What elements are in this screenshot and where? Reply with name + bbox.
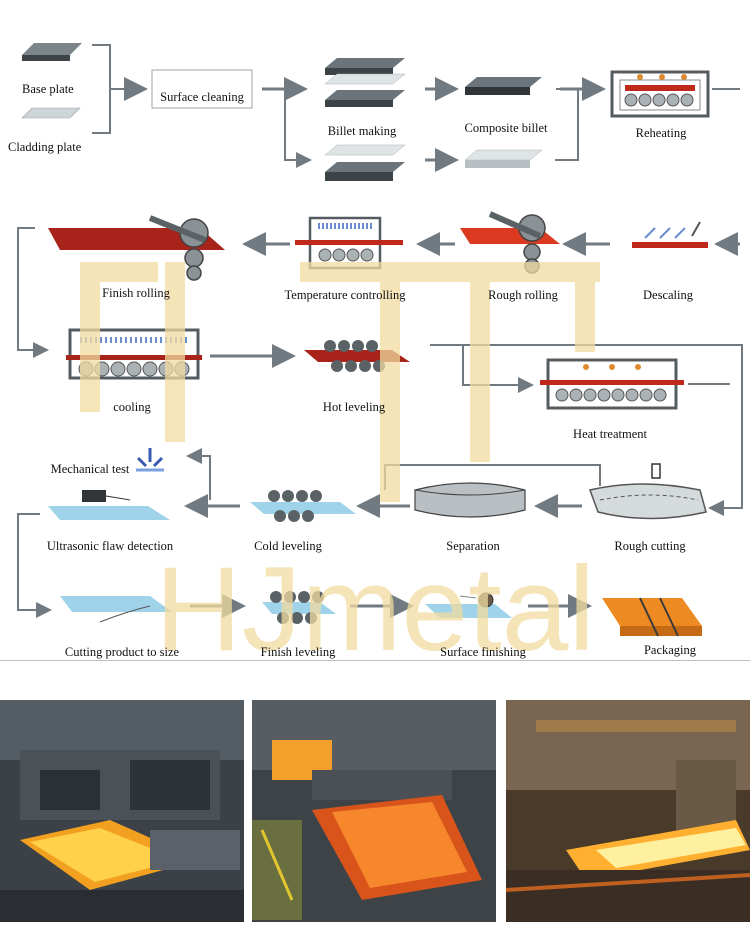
cooling-icon	[66, 328, 202, 380]
cladding-plate-icon	[21, 107, 81, 119]
finish-leveling-icon	[262, 591, 336, 624]
label-cutting-product-to-size: Cutting product to size	[64, 645, 180, 659]
finish-rolling-icon	[48, 215, 225, 281]
label-rough-cutting: Rough cutting	[614, 539, 686, 553]
label-hot-leveling: Hot leveling	[322, 400, 386, 414]
input-bracket	[92, 44, 126, 134]
label-packaging: Packaging	[643, 643, 697, 657]
process-flow-diagram: HJmetal Base plate Cladding plate Surfac…	[8, 43, 743, 676]
label-heat-treatment: Heat treatment	[573, 427, 647, 441]
composite-billet-lower-icon	[464, 149, 543, 168]
label-base-plate: Base plate	[22, 82, 74, 96]
base-plate-icon	[22, 43, 82, 61]
mechanical-test-icon	[136, 448, 164, 472]
cutting-product-to-size-icon	[60, 596, 172, 623]
label-reheating: Reheating	[635, 126, 687, 140]
label-separation: Separation	[446, 539, 500, 553]
billet-stack-icon	[324, 58, 406, 107]
label-rough-rolling: Rough rolling	[488, 288, 558, 302]
rough-rolling-icon	[460, 211, 560, 274]
label-surface-cleaning: Surface cleaning	[160, 90, 244, 104]
separation-icon	[414, 482, 526, 518]
surface-cleaning-box	[151, 69, 253, 109]
packaging-icon	[602, 597, 702, 637]
label-ultrasonic-flaw-detection: Ultrasonic flaw detection	[46, 539, 174, 553]
label-cooling: cooling	[113, 400, 151, 414]
label-cold-leveling: Cold leveling	[254, 539, 322, 553]
hot-slab-line-photo	[252, 700, 496, 922]
surface-finishing-icon	[425, 592, 512, 618]
roller-table-photo	[506, 700, 750, 922]
flow-graphics	[17, 43, 743, 637]
label-descaling: Descaling	[643, 288, 693, 302]
label-surface-finishing: Surface finishing	[440, 645, 526, 659]
label-mechanical-test: Mechanical test	[50, 462, 130, 476]
label-composite-billet: Composite billet	[464, 121, 548, 135]
temperature-controlling-icon	[295, 216, 403, 270]
label-temperature-controlling: Temperature controlling	[284, 288, 406, 302]
composite-billet-icon	[465, 77, 542, 95]
hot-leveling-icon	[304, 340, 410, 372]
rolling-mill-photo	[0, 700, 244, 922]
cold-leveling-icon	[250, 490, 356, 522]
descaling-icon	[632, 221, 708, 248]
heat-treatment-furnace-icon	[540, 358, 684, 410]
label-finish-rolling: Finish rolling	[102, 286, 170, 300]
ultrasonic-flaw-detection-icon	[48, 490, 170, 520]
reheating-furnace-icon	[610, 70, 710, 118]
rough-cutting-icon	[589, 463, 707, 520]
section-divider	[0, 660, 750, 661]
billet-stack-lower-icon	[324, 144, 406, 181]
label-cladding-plate: Cladding plate	[8, 140, 82, 154]
label-billet-making: Billet making	[327, 124, 397, 138]
label-finish-leveling: Finish leveling	[260, 645, 336, 659]
